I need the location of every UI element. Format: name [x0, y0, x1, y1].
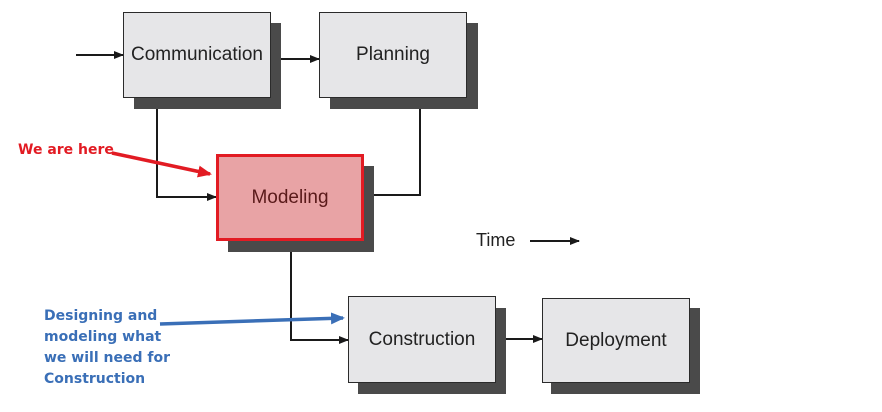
we-are-here-arrow — [111, 151, 212, 178]
designing-arrow — [159, 312, 345, 326]
construction-node: Construction — [348, 296, 496, 383]
deployment-node: Deployment — [542, 298, 690, 383]
designing-note-line: we will need for — [44, 350, 170, 366]
designing-note-line: modeling what — [44, 329, 162, 345]
designing-note: Designing and modeling what we will need… — [44, 306, 170, 390]
designing-note-line: Construction — [44, 371, 146, 387]
planning-to-modeling-arrow — [363, 97, 421, 199]
we-are-here-note: We are here — [18, 142, 114, 158]
modeling-node: Modeling — [216, 154, 364, 241]
modeling-to-construction-arrow — [290, 240, 349, 344]
communication-node: Communication — [123, 12, 271, 98]
designing-note-line: Designing and — [44, 308, 158, 324]
comm-to-modeling-arrow — [156, 97, 217, 201]
time-label: Time — [476, 230, 516, 250]
planning-node: Planning — [319, 12, 467, 98]
